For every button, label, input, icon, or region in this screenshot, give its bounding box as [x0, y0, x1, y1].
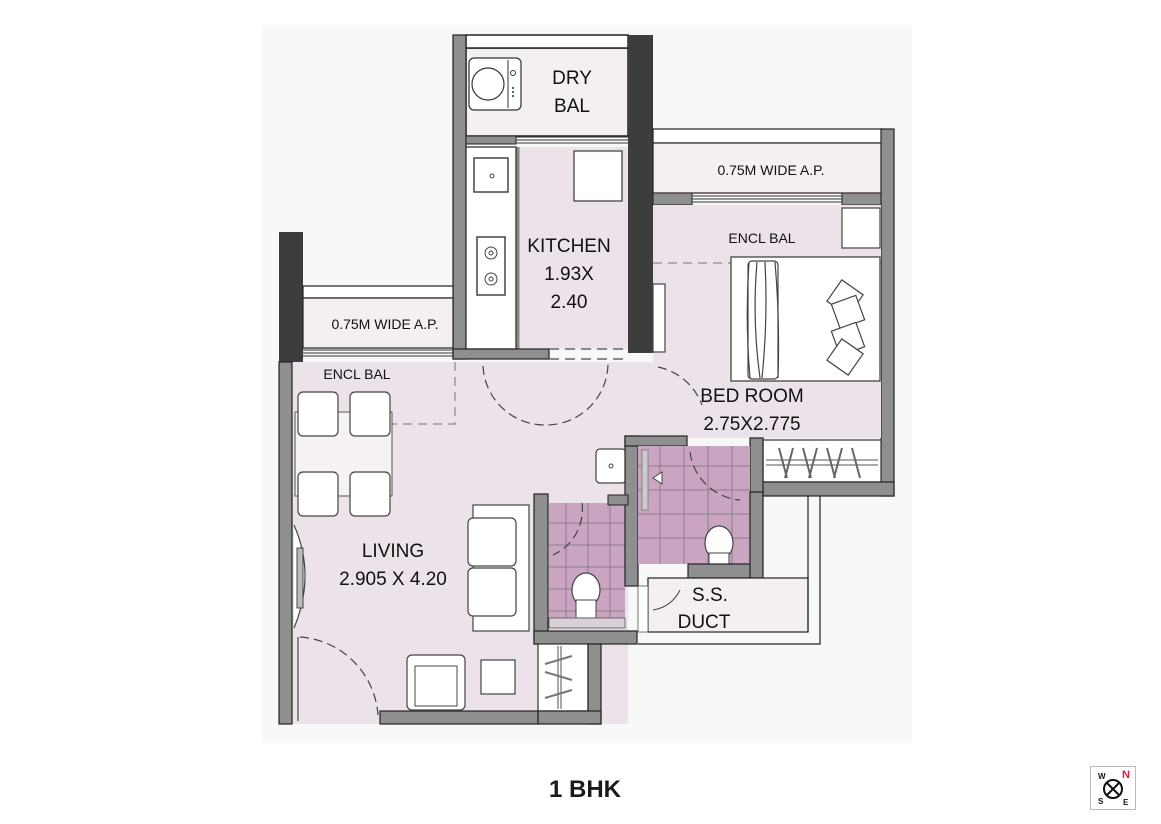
room-label-kitchen: KITCHEN: [527, 236, 610, 257]
left-ap: 0.75M WIDE A.P.: [279, 232, 454, 362]
compass-west: W: [1098, 772, 1106, 781]
wall: [452, 34, 467, 360]
shoe-rack-icon: [537, 643, 602, 725]
room-dims-bedroom: 2.75X2.775: [703, 414, 800, 435]
kitchen: KITCHEN 1.93X 2.40: [452, 146, 628, 360]
ap-label-top: 0.75M WIDE A.P.: [717, 162, 824, 178]
compass-symbol: [1103, 779, 1123, 799]
sink-icon: [473, 157, 509, 193]
wash-basin-icon: [595, 448, 627, 484]
toilets: [533, 435, 764, 645]
side-table-icon: [480, 659, 516, 695]
room-dims-kitchen-2: 2.40: [551, 292, 588, 313]
room-dims-living: 2.905 X 4.20: [339, 569, 447, 590]
room-label-bedroom: BED ROOM: [700, 386, 803, 407]
room-label-dry: DRY: [552, 68, 592, 89]
wardrobe-icon: [762, 439, 882, 483]
shower-icon: [652, 471, 663, 485]
cooktop-icon: [476, 236, 506, 296]
room-label-bal: BAL: [554, 96, 590, 117]
fridge-icon: [573, 150, 623, 202]
compass-east: E: [1123, 798, 1129, 807]
plan-title: 1 BHK: [548, 776, 621, 803]
encl-bal-label-living: ENCL BAL: [323, 366, 390, 382]
room-dims-kitchen-1: 1.93X: [544, 264, 594, 285]
washing-machine-icon: [468, 57, 522, 111]
tv-unit-icon: [652, 283, 666, 353]
armchair-icon: [406, 654, 466, 711]
tv-icon: [293, 524, 306, 629]
sofa-icon: [467, 504, 530, 632]
compass-north: N: [1122, 769, 1130, 781]
column-wall: [628, 35, 653, 353]
bedroom-zone: 0.75M WIDE A.P. ENCL BAL BED ROOM 2.75X2…: [652, 128, 895, 497]
room-label-ss: S.S.: [692, 585, 728, 606]
room-label-duct: DUCT: [678, 612, 731, 633]
compass-icon: W N S E: [1090, 766, 1136, 810]
dry-balcony: DRY BAL: [452, 34, 629, 360]
ap-label-left: 0.75M WIDE A.P.: [331, 316, 438, 332]
toilet-icon: [571, 572, 601, 619]
bed-icon: [730, 256, 881, 382]
room-label-living: LIVING: [362, 541, 424, 562]
dining-table-icon: [294, 391, 393, 517]
ss-duct: S.S. DUCT: [637, 496, 821, 645]
compass-south: S: [1098, 797, 1104, 806]
toilet-icon: [704, 525, 734, 570]
encl-bal-label-bedroom: ENCL BAL: [728, 230, 795, 246]
